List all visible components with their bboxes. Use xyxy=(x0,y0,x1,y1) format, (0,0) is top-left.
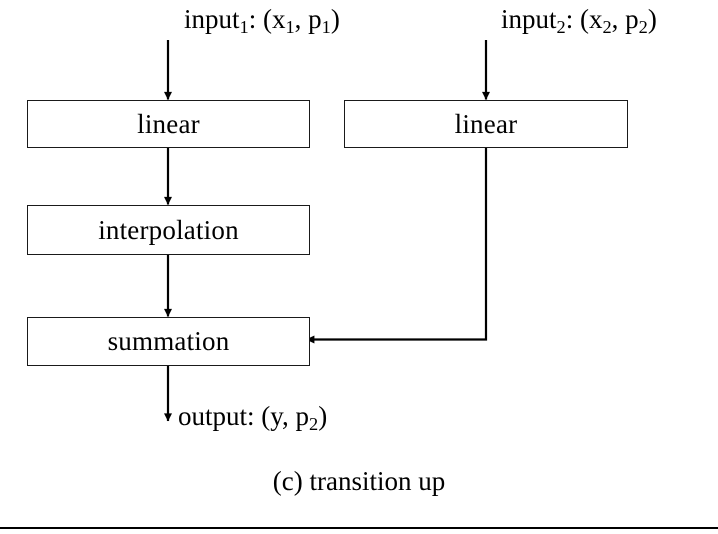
arrow-linear-right-to-summation xyxy=(305,148,488,344)
figure-caption: (c) transition up xyxy=(272,466,446,496)
node-linear-left[interactable]: linear xyxy=(27,100,310,148)
node-summation[interactable]: summation xyxy=(27,317,310,366)
node-linear-right[interactable]: linear xyxy=(344,100,628,148)
input-1-label: input1: (x1, p1) xyxy=(184,4,340,38)
node-linear-left-label: linear xyxy=(137,108,200,139)
node-linear-right-label: linear xyxy=(454,108,518,139)
node-interpolation[interactable]: interpolation xyxy=(27,205,310,255)
output-label: output: (y, p2) xyxy=(178,401,328,435)
node-summation-label: summation xyxy=(107,326,230,356)
input-2-label: input2: (x2, p2) xyxy=(501,4,657,38)
node-interpolation-label: interpolation xyxy=(98,214,239,245)
bottom-divider xyxy=(0,527,718,529)
